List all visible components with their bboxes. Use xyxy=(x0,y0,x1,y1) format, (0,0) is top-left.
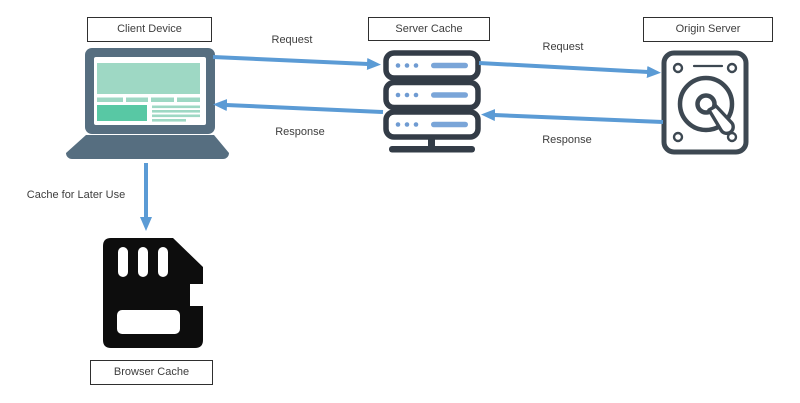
server-stack-icon xyxy=(383,50,481,153)
edge-label-request-2: Request xyxy=(542,41,584,53)
node-label-origin-server: Origin Server xyxy=(643,17,773,42)
arrow-response-server-to-client xyxy=(213,99,384,114)
node-label-server-cache: Server Cache xyxy=(368,17,490,41)
edge-label-request-1: Request xyxy=(271,34,313,46)
edge-label-cache-for-later-use: Cache for Later Use xyxy=(26,189,126,201)
hard-disk-icon xyxy=(661,50,749,155)
laptop-icon xyxy=(66,48,229,159)
edge-label-response-2: Response xyxy=(542,134,592,146)
node-label-client-device: Client Device xyxy=(87,17,212,42)
sd-card-icon xyxy=(103,238,203,348)
arrow-response-origin-to-server xyxy=(481,109,664,124)
arrow-request-server-to-origin xyxy=(478,61,661,78)
edge-label-response-1: Response xyxy=(275,126,325,138)
node-label-browser-cache: Browser Cache xyxy=(90,360,213,385)
arrow-request-client-to-server xyxy=(212,55,381,70)
